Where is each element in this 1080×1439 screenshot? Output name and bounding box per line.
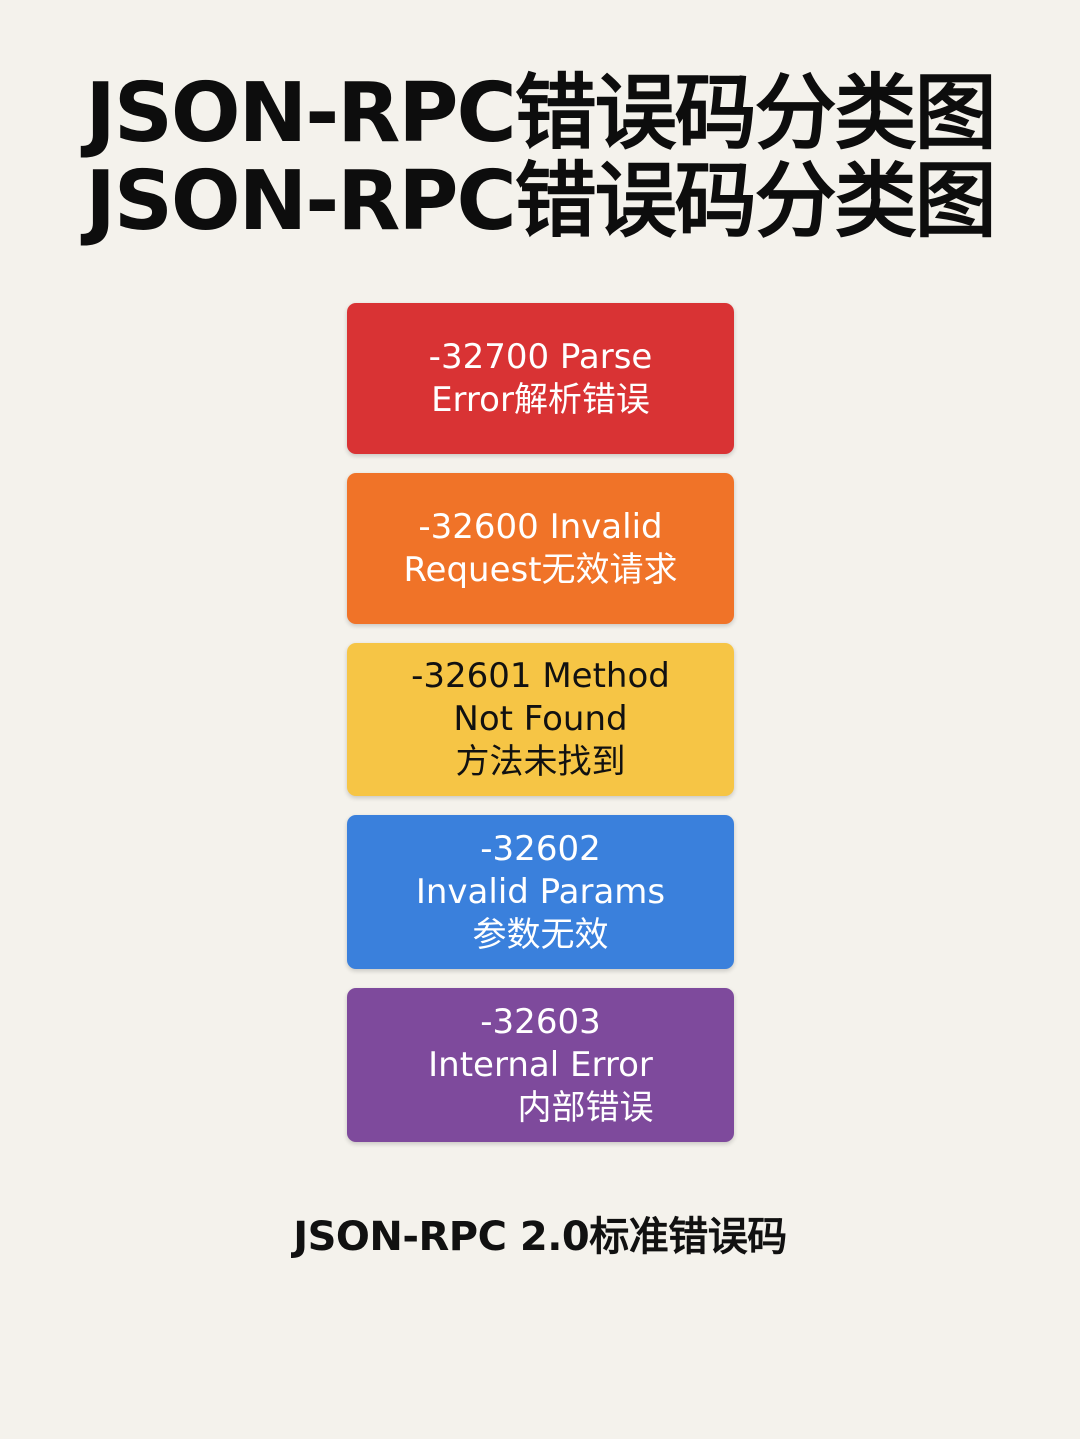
footer-caption: JSON-RPC 2.0标准错误码	[293, 1214, 787, 1260]
card-line: -32700 Parse	[428, 336, 653, 377]
title-line-2: JSON-RPC错误码分类图	[85, 154, 996, 249]
error-card-invalid-params: -32602 Invalid Params 参数无效	[347, 815, 734, 969]
card-line: Internal Error	[428, 1044, 653, 1085]
error-card-parse-error: -32700 Parse Error解析错误	[347, 303, 734, 454]
page-title: JSON-RPC错误码分类图 JSON-RPC错误码分类图	[0, 70, 1080, 246]
title-line-1: JSON-RPC错误码分类图	[85, 66, 996, 161]
card-line: Invalid Params	[415, 871, 666, 912]
card-line: 方法未找到	[455, 742, 626, 782]
card-line: -32602	[480, 828, 601, 869]
card-line: -32601 Method	[411, 656, 670, 696]
card-line: Request无效请求	[403, 549, 678, 590]
card-line: -32603	[480, 1001, 601, 1042]
card-line: Error解析错误	[431, 379, 650, 420]
error-card-method-not-found: -32601 Method Not Found 方法未找到	[347, 643, 734, 796]
card-line: 参数无效	[472, 914, 609, 955]
error-card-internal-error: -32603 Internal Error 内部错误	[347, 988, 734, 1142]
error-card-invalid-request: -32600 Invalid Request无效请求	[347, 473, 734, 624]
card-line: -32600 Invalid	[418, 506, 663, 547]
card-line: 内部错误	[517, 1087, 654, 1128]
card-line: Not Found	[453, 699, 628, 739]
